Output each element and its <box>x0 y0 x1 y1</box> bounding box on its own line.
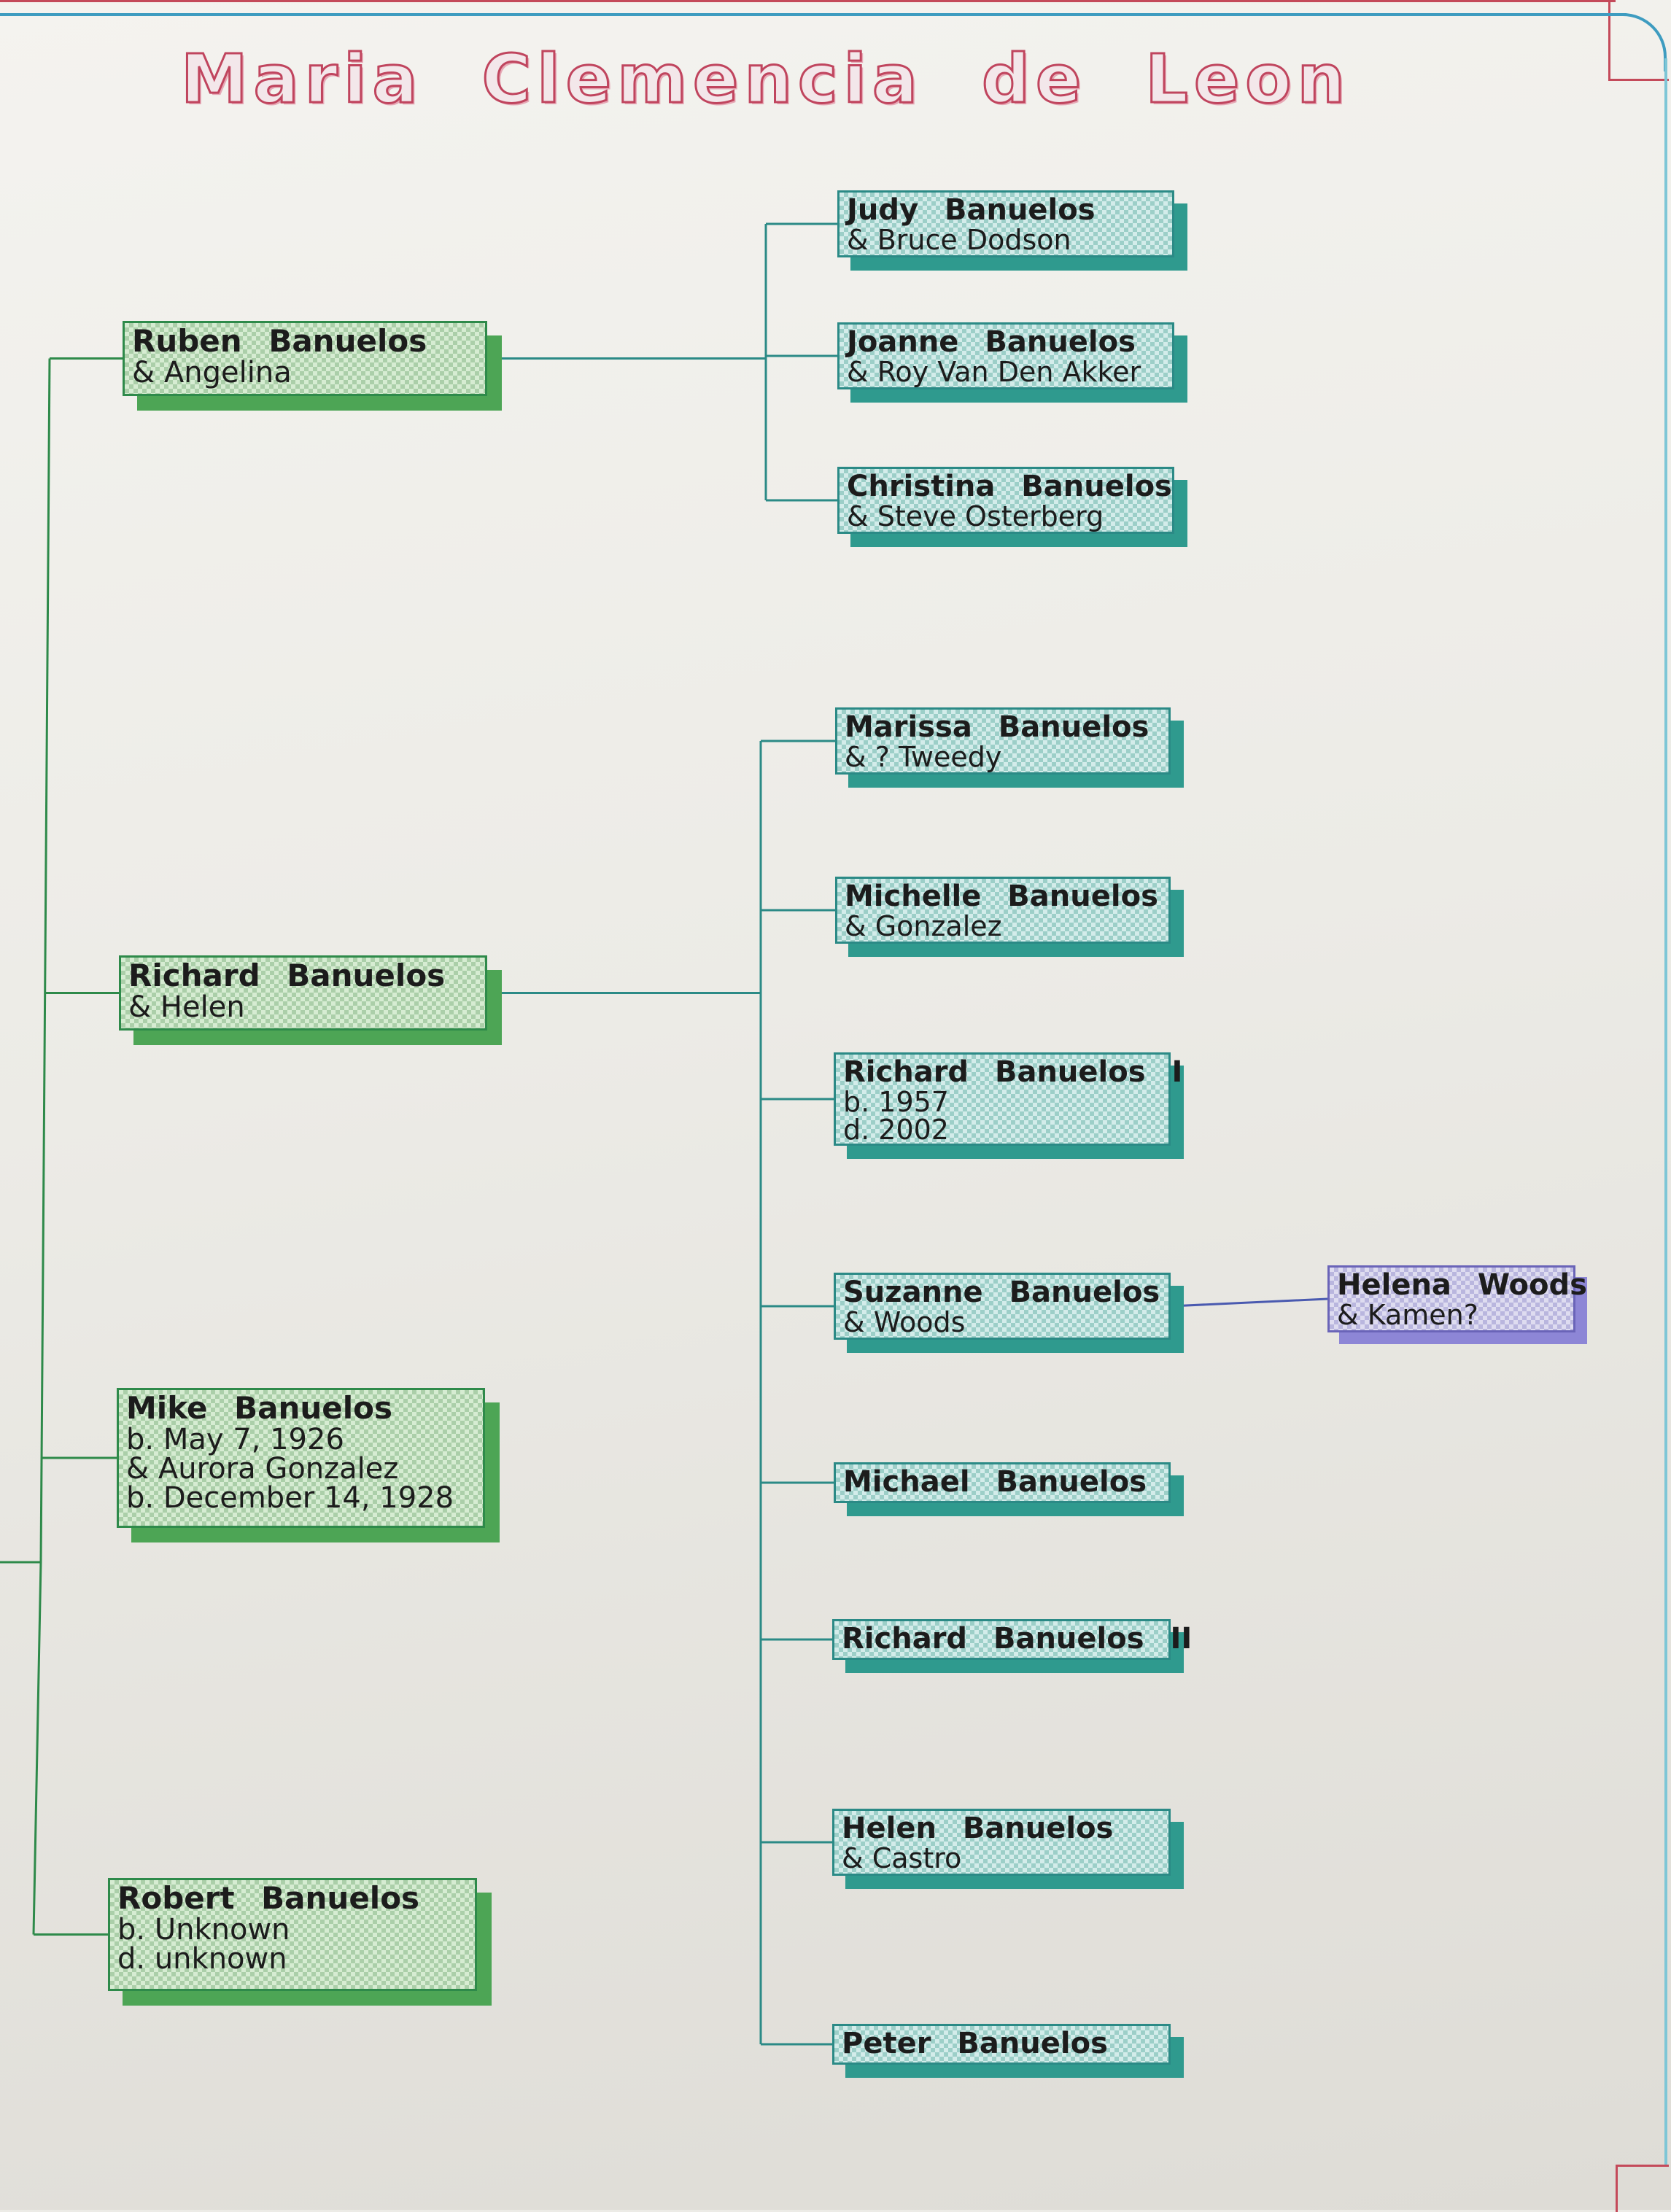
person-detail: b. 1957 <box>843 1086 949 1118</box>
person-name: Judy Banuelos <box>847 193 1096 227</box>
child-card-mike[interactable]: Mike Banuelos b. May 7, 1926 & Aurora Go… <box>117 1388 485 1528</box>
child-card-richard[interactable]: Richard Banuelos & Helen <box>119 955 487 1031</box>
grandchild-card-christina[interactable]: Christina Banuelos & Steve Osterberg <box>837 467 1174 534</box>
grandchild-card-richard-ii[interactable]: Richard Banuelos II <box>832 1619 1193 1660</box>
person-detail: b. December 14, 1928 <box>126 1481 454 1515</box>
person-name: Ruben Banuelos <box>132 323 427 359</box>
person-name: Michelle Banuelos <box>845 880 1158 913</box>
person-detail: & Angelina <box>132 356 292 389</box>
grandchild-card-helen[interactable]: Helen Banuelos & Castro <box>832 1809 1171 1876</box>
person-name: Peter Banuelos <box>842 2027 1108 2060</box>
page-border-top <box>0 13 1627 16</box>
grandchild-card-judy[interactable]: Judy Banuelos & Bruce Dodson <box>837 190 1174 257</box>
person-detail: d. 2002 <box>843 1114 949 1146</box>
person-detail: & Gonzalez <box>845 910 1002 942</box>
person-name: Marissa Banuelos <box>845 710 1149 744</box>
person-detail: & Castro <box>842 1842 962 1874</box>
great-grandchild-card-helena[interactable]: Helena Woods & Kamen? <box>1327 1265 1587 1332</box>
page-border-top-red <box>0 0 1616 2</box>
grandchild-card-richard-i[interactable]: Richard Banuelos I b. 1957 d. 2002 <box>834 1052 1183 1146</box>
child-card-ruben[interactable]: Ruben Banuelos & Angelina <box>123 321 487 396</box>
person-name: Helena Woods <box>1337 1268 1587 1302</box>
person-detail: & Aurora Gonzalez <box>126 1452 399 1486</box>
person-name: Helen Banuelos <box>842 1812 1114 1845</box>
person-name: Joanne Banuelos <box>847 325 1136 359</box>
person-name: Richard Banuelos <box>128 958 446 993</box>
person-detail: b. Unknown <box>117 1913 290 1947</box>
corner-ornament-bottom-right <box>1616 2165 1669 2212</box>
grandchild-card-marissa[interactable]: Marissa Banuelos & ? Tweedy <box>835 707 1171 775</box>
person-name: Suzanne Banuelos <box>843 1276 1160 1309</box>
person-name: Michael Banuelos <box>843 1465 1147 1499</box>
person-detail: & Bruce Dodson <box>847 224 1071 256</box>
person-name: Richard Banuelos II <box>842 1622 1193 1656</box>
person-name: Christina Banuelos <box>847 470 1172 503</box>
person-name: Richard Banuelos I <box>843 1055 1183 1089</box>
trunk-lower <box>32 1561 42 1935</box>
person-detail: d. unknown <box>117 1942 287 1976</box>
page-border-right <box>1664 58 1667 2166</box>
person-detail: & Steve Osterberg <box>847 500 1104 532</box>
person-detail: & Helen <box>128 990 245 1024</box>
person-name: Mike Banuelos <box>126 1390 392 1426</box>
person-name: Robert Banuelos <box>117 1880 420 1916</box>
grandchild-card-suzanne[interactable]: Suzanne Banuelos & Woods <box>834 1273 1171 1340</box>
grandchild-card-peter[interactable]: Peter Banuelos <box>832 2024 1171 2065</box>
trunk-upper <box>39 358 51 1563</box>
person-detail: & Kamen? <box>1337 1299 1478 1331</box>
person-detail: & ? Tweedy <box>845 741 1002 773</box>
person-detail: & Roy Van Den Akker <box>847 356 1141 388</box>
chart-title: Maria Clemencia de Leon <box>179 39 1352 120</box>
grandchild-card-joanne[interactable]: Joanne Banuelos & Roy Van Den Akker <box>837 322 1174 389</box>
grandchild-card-michael[interactable]: Michael Banuelos <box>834 1462 1171 1503</box>
grandchild-card-michelle[interactable]: Michelle Banuelos & Gonzalez <box>835 877 1171 944</box>
person-detail: & Woods <box>843 1306 966 1338</box>
branch-great-grandchild <box>1170 1297 1328 1308</box>
child-card-robert[interactable]: Robert Banuelos b. Unknown d. unknown <box>108 1878 477 1991</box>
person-detail: b. May 7, 1926 <box>126 1423 344 1456</box>
